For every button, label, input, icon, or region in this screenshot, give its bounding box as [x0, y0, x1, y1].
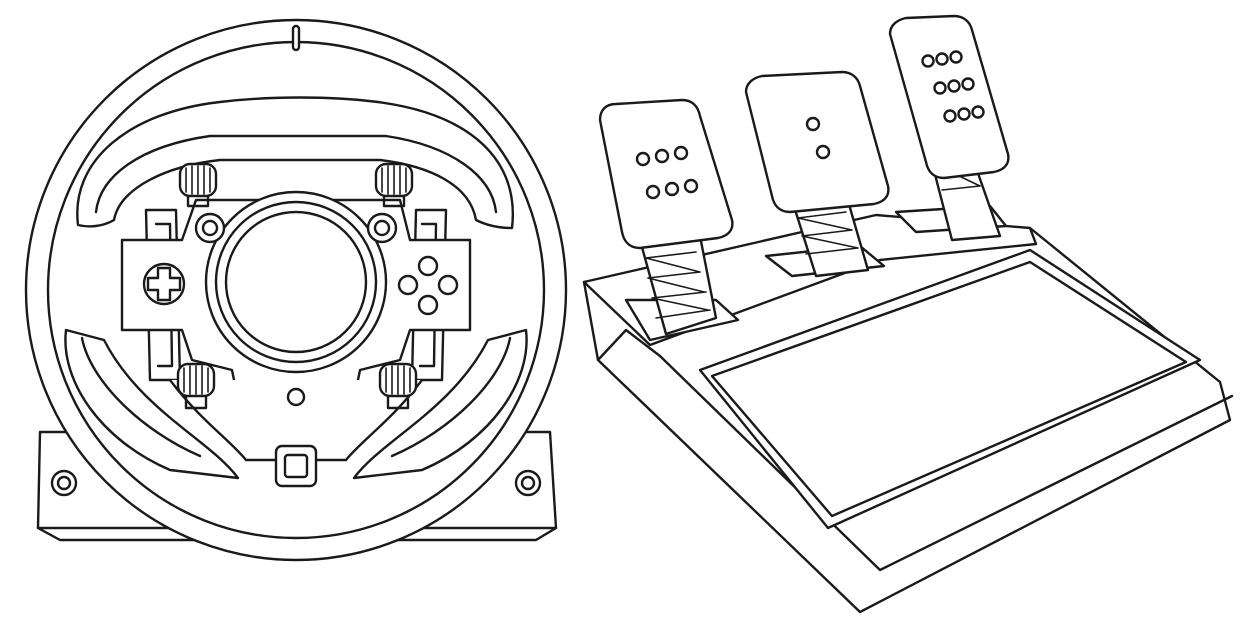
- right-pedal: [888, 14, 1010, 242]
- face-button-left: [397, 274, 419, 296]
- left-pedal: [598, 98, 740, 342]
- face-button-right: [437, 274, 459, 296]
- steering-wheel: [24, 18, 568, 562]
- face-buttons: [397, 255, 459, 316]
- left-lower-grip: [64, 328, 240, 480]
- square-button-icon: [274, 444, 318, 488]
- knob-top-right: [374, 162, 414, 208]
- center-indicator: [286, 387, 306, 407]
- knob-bottom-left: [176, 362, 216, 410]
- knob-bottom-right: [378, 362, 418, 410]
- middle-pedal: [744, 70, 890, 278]
- pedal-set: [582, 14, 1234, 614]
- center-marker: [291, 24, 301, 52]
- mount-screw-left: [50, 469, 78, 497]
- dpad-icon: [142, 262, 186, 306]
- upper-grip: [76, 96, 515, 230]
- knob-top-left: [178, 162, 218, 208]
- hub: [204, 190, 388, 374]
- face-button-top: [417, 255, 439, 277]
- footrest: [698, 248, 1202, 530]
- right-lower-grip: [352, 328, 528, 480]
- mount-screw-right: [514, 469, 542, 497]
- face-button-bottom: [417, 294, 439, 316]
